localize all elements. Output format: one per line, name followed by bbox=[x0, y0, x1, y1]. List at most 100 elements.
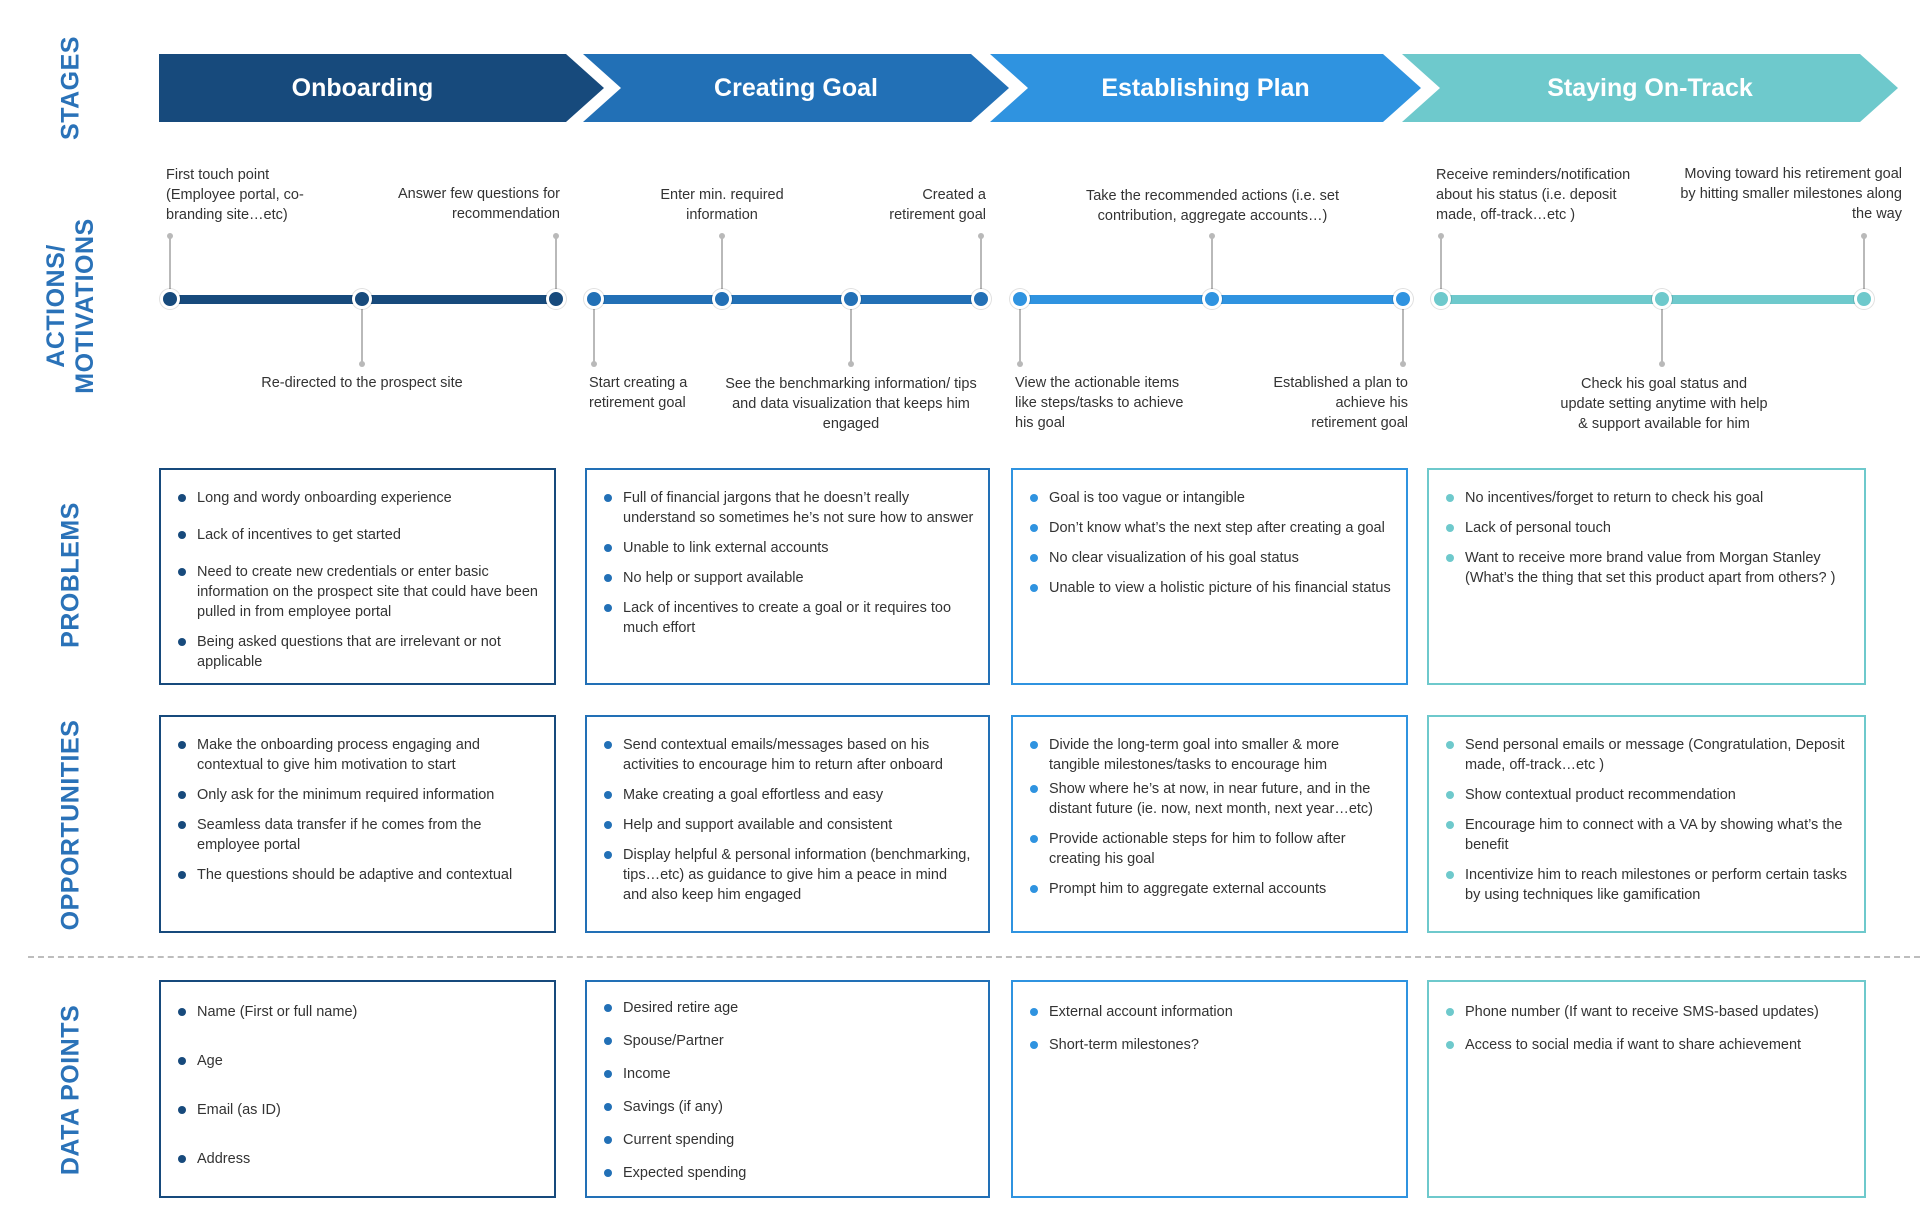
stem bbox=[555, 236, 557, 292]
timeline-dot bbox=[1393, 289, 1413, 309]
stem bbox=[980, 236, 982, 292]
opportunity-item: Provide actionable steps for him to foll… bbox=[1030, 829, 1392, 869]
opportunity-item: Send contextual emails/messages based on… bbox=[604, 735, 974, 775]
stem bbox=[1661, 306, 1663, 364]
timeline-dot bbox=[971, 289, 991, 309]
row-label-actions-line2: MOTIVATIONS bbox=[71, 218, 99, 394]
problems-box-creating-goal: Full of financial jargons that he doesn’… bbox=[585, 468, 990, 685]
timeline-dot bbox=[1652, 289, 1672, 309]
timeline-dot bbox=[584, 289, 604, 309]
stage-label: Creating Goal bbox=[714, 73, 878, 102]
action-label: Start creating a retirement goal bbox=[589, 375, 688, 411]
stem bbox=[1440, 236, 1442, 292]
opportunity-item: Divide the long-term goal into smaller &… bbox=[1030, 735, 1392, 775]
data-point-item: Expected spending bbox=[604, 1163, 974, 1183]
stem bbox=[1211, 236, 1213, 292]
data-point-item: Income bbox=[604, 1064, 974, 1084]
timeline-dot bbox=[1202, 289, 1222, 309]
data-points-box-establishing-plan: External account information Short-term … bbox=[1011, 980, 1408, 1198]
stage-arrow-staying-on-track: Staying On-Track bbox=[1402, 54, 1898, 122]
timeline-dot bbox=[841, 289, 861, 309]
timeline-dot bbox=[1431, 289, 1451, 309]
opportunity-item: Help and support available and consisten… bbox=[604, 815, 974, 835]
row-label-actions-line1: ACTIONS/ bbox=[42, 244, 70, 368]
problem-item: No clear visualization of his goal statu… bbox=[1030, 548, 1392, 568]
opportunities-list: Divide the long-term goal into smaller &… bbox=[1030, 735, 1392, 899]
opportunity-item: Only ask for the minimum required inform… bbox=[178, 785, 540, 805]
problem-item: Lack of personal touch bbox=[1446, 518, 1850, 538]
data-points-box-staying-on-track: Phone number (If want to receive SMS-bas… bbox=[1427, 980, 1866, 1198]
opportunities-list: Make the onboarding process engaging and… bbox=[178, 735, 540, 885]
section-divider bbox=[28, 956, 1920, 958]
opportunity-item: Encourage him to connect with a VA by sh… bbox=[1446, 815, 1850, 855]
timeline-dot bbox=[1854, 289, 1874, 309]
action-label: Established a plan to achieve his retire… bbox=[1273, 375, 1408, 431]
problems-list: Long and wordy onboarding experience Lac… bbox=[178, 488, 540, 672]
data-points-box-onboarding: Name (First or full name) Age Email (as … bbox=[159, 980, 556, 1198]
opportunity-item: The questions should be adaptive and con… bbox=[178, 865, 540, 885]
data-point-item: Age bbox=[178, 1051, 540, 1071]
stem bbox=[721, 236, 723, 292]
data-point-item: Savings (if any) bbox=[604, 1097, 974, 1117]
problem-item: Don’t know what’s the next step after cr… bbox=[1030, 518, 1392, 538]
stage-label: Establishing Plan bbox=[1101, 73, 1310, 102]
problems-box-establishing-plan: Goal is too vague or intangible Don’t kn… bbox=[1011, 468, 1408, 685]
problems-list: Goal is too vague or intangible Don’t kn… bbox=[1030, 488, 1392, 598]
data-points-list: Name (First or full name) Age Email (as … bbox=[178, 1002, 540, 1169]
data-point-item: Phone number (If want to receive SMS-bas… bbox=[1446, 1002, 1850, 1022]
timeline-dot bbox=[352, 289, 372, 309]
problem-item: Want to receive more brand value from Mo… bbox=[1446, 548, 1850, 588]
action-label: Check his goal status and update setting… bbox=[1560, 376, 1768, 432]
opportunity-item: Seamless data transfer if he comes from … bbox=[178, 815, 540, 855]
data-point-item: External account information bbox=[1030, 1002, 1392, 1022]
stem bbox=[1863, 236, 1865, 292]
stem bbox=[1019, 306, 1021, 364]
opportunities-box-staying-on-track: Send personal emails or message (Congrat… bbox=[1427, 715, 1866, 933]
problem-item: Long and wordy onboarding experience bbox=[178, 488, 540, 508]
problem-item: No help or support available bbox=[604, 568, 974, 588]
data-point-item: Short-term milestones? bbox=[1030, 1035, 1392, 1055]
stem bbox=[593, 306, 595, 364]
opportunity-item: Incentivize him to reach milestones or p… bbox=[1446, 865, 1850, 905]
timeline-track-creating-goal bbox=[594, 295, 981, 304]
data-point-item: Address bbox=[178, 1149, 540, 1169]
action-label: Enter min. required information bbox=[660, 187, 784, 223]
data-point-item: Current spending bbox=[604, 1130, 974, 1150]
opportunities-box-creating-goal: Send contextual emails/messages based on… bbox=[585, 715, 990, 933]
problem-item: Lack of incentives to get started bbox=[178, 525, 540, 545]
opportunity-item: Prompt him to aggregate external account… bbox=[1030, 879, 1392, 899]
opportunities-box-establishing-plan: Divide the long-term goal into smaller &… bbox=[1011, 715, 1408, 933]
row-label-opportunities: OPPORTUNITIES bbox=[56, 719, 85, 931]
problem-item: Full of financial jargons that he doesn’… bbox=[604, 490, 974, 526]
timeline-dot bbox=[160, 289, 180, 309]
opportunities-box-onboarding: Make the onboarding process engaging and… bbox=[159, 715, 556, 933]
stem bbox=[361, 306, 363, 364]
action-label: Answer few questions for recommendation bbox=[398, 186, 560, 222]
problems-list: No incentives/forget to return to check … bbox=[1446, 488, 1850, 588]
problem-item: Being asked questions that are irrelevan… bbox=[178, 632, 540, 672]
opportunity-item: Show where he’s at now, in near future, … bbox=[1030, 779, 1392, 819]
problems-box-onboarding: Long and wordy onboarding experience Lac… bbox=[159, 468, 556, 685]
data-point-item: Access to social media if want to share … bbox=[1446, 1035, 1850, 1055]
data-point-item: Name (First or full name) bbox=[178, 1002, 540, 1022]
stem bbox=[850, 306, 852, 364]
data-points-box-creating-goal: Desired retire age Spouse/Partner Income… bbox=[585, 980, 990, 1198]
action-label: Receive reminders/notification about his… bbox=[1436, 167, 1631, 223]
data-point-item: Desired retire age bbox=[604, 998, 974, 1018]
row-label-data-points: DATA POINTS bbox=[56, 1004, 85, 1176]
stage-label: Staying On-Track bbox=[1547, 73, 1753, 102]
opportunity-item: Show contextual product recommendation bbox=[1446, 785, 1850, 805]
opportunities-list: Send personal emails or message (Congrat… bbox=[1446, 735, 1850, 905]
row-label-problems: PROBLEMS bbox=[56, 502, 85, 648]
data-points-list: External account information Short-term … bbox=[1030, 1002, 1392, 1055]
action-label: View the actionable items like steps/tas… bbox=[1015, 375, 1184, 431]
opportunities-list: Send contextual emails/messages based on… bbox=[604, 735, 974, 905]
data-point-item: Spouse/Partner bbox=[604, 1031, 974, 1051]
stage-arrow-establishing-plan: Establishing Plan bbox=[990, 54, 1421, 122]
stage-label: Onboarding bbox=[291, 73, 434, 102]
row-label-stages: STAGES bbox=[56, 36, 85, 140]
opportunity-item: Send personal emails or message (Congrat… bbox=[1446, 735, 1850, 775]
action-label: Moving toward his retirement goal by hit… bbox=[1680, 166, 1902, 222]
opportunity-item: Make creating a goal effortless and easy bbox=[604, 785, 974, 805]
stem bbox=[169, 236, 171, 292]
